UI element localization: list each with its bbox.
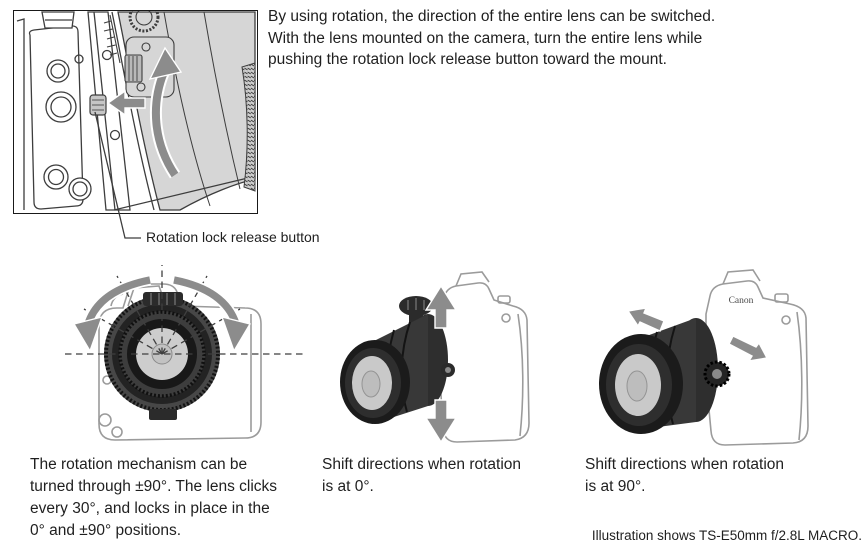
caption-line: is at 90°. [585, 478, 646, 495]
shift-right-arrow-icon [728, 335, 769, 362]
camera-front-rotation-illustration [65, 265, 303, 441]
camera-shift0-illustration [340, 271, 530, 444]
caption-shift-90deg: Shift directions when rotation is at 90°… [585, 454, 845, 498]
lens-closeup-illustration [16, 11, 256, 211]
intro-line: pushing the rotation lock release button… [268, 51, 667, 68]
figure-box-rotation-closeup [13, 10, 258, 214]
camera-shift90-illustration: Canon [599, 269, 809, 446]
tilt-shift-lens [340, 296, 455, 424]
intro-line: With the lens mounted on the camera, tur… [268, 29, 703, 47]
rotation-lock-release-button [89, 94, 107, 116]
footnote: Illustration shows TS-E50mm f/2.8L MACRO… [591, 528, 862, 543]
rotation-range-arrow-right-icon [172, 274, 252, 353]
caption-line: Shift directions when rotation [585, 456, 785, 473]
intro-line: By using rotation, the direction of the … [268, 8, 716, 25]
shift-upleft-arrow-icon [626, 307, 665, 332]
shift-down-arrow-icon [424, 399, 458, 444]
caption-rotation-mechanism: The rotation mechanism can be turned thr… [30, 454, 330, 542]
shift-up-arrow-icon [424, 284, 458, 329]
caption-shift-0deg: Shift directions when rotation is at 0°. [322, 454, 562, 498]
rotation-range-arrow-left-icon [72, 274, 152, 353]
caption-line: 0° and ±90° positions. [30, 522, 182, 539]
angle-guide-dashed-lines [65, 265, 303, 355]
caption-line: The rotation mechanism can be [30, 456, 248, 473]
camera-34view-body [439, 271, 530, 443]
lens-barrel-lineart [103, 11, 256, 211]
intro-paragraph: By using rotation, the direction of the … [268, 6, 862, 71]
camera-logo: Canon [729, 296, 754, 306]
caption-line: is at 0°. [322, 478, 374, 495]
caption-line: every 30°, and locks in place in the [30, 500, 270, 517]
tilt-shift-lens [599, 318, 731, 434]
caption-line: turned through ±90°. The lens clicks [30, 478, 278, 495]
camera-body-lineart [16, 11, 131, 211]
caption-line: Shift directions when rotation [322, 456, 522, 473]
camera-34view-body [705, 269, 809, 446]
callout-label: Rotation lock release button [146, 229, 320, 245]
rotation-direction-arrow-icon [148, 46, 183, 179]
